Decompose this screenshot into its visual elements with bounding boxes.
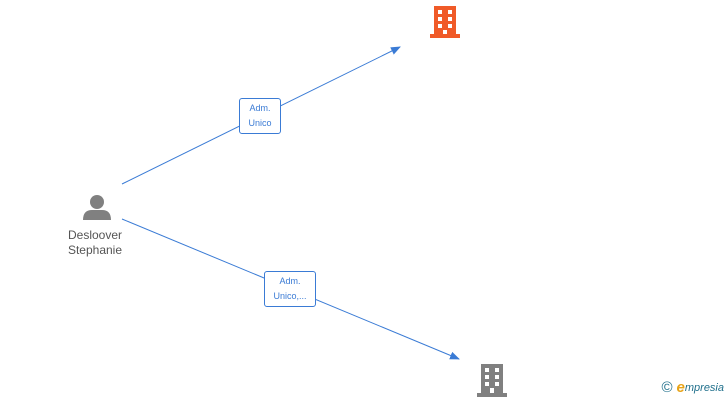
edge-label-bottom-line1: Adm. [279,276,301,286]
person-icon[interactable] [83,195,111,220]
edge-label-bottom[interactable]: Adm. Unico,... [264,271,316,307]
edge-label-top-line1: Adm. [249,103,271,113]
person-name-line2: Stephanie [67,243,123,257]
building-windows [485,368,499,393]
brand-name: mpresia [684,381,724,394]
edge-label-top[interactable]: Adm. Unico [239,98,281,134]
empresia-watermark: © e mpresia [661,379,724,396]
person-name[interactable]: Desloover Stephanie [55,228,135,258]
building-windows [438,10,452,34]
edge-label-top-line2: Unico [248,118,272,128]
edge-label-bottom-line2: Unico,... [273,291,307,301]
copyright-symbol: © [661,379,673,396]
brand-initial: e [676,379,685,396]
person-name-line1: Desloover [67,228,123,242]
